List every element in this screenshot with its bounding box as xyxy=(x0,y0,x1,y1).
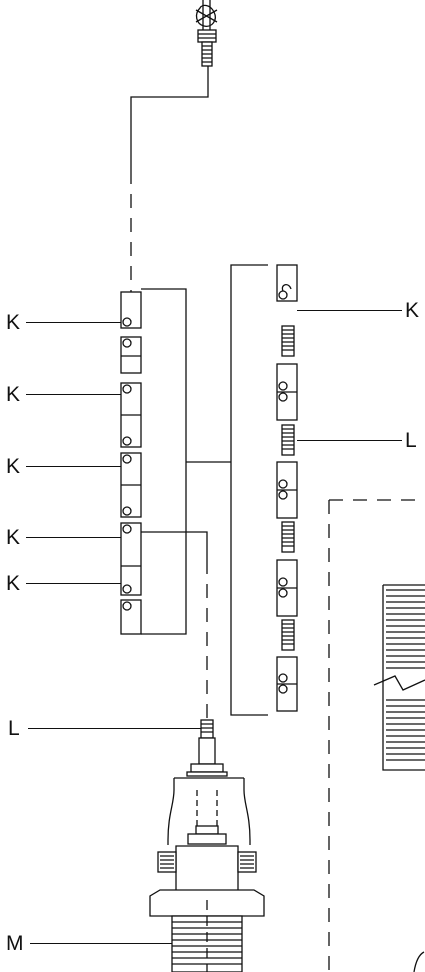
bottom-fitting xyxy=(149,719,265,972)
callout-k3: K xyxy=(6,455,21,478)
leader-k-right xyxy=(297,310,402,311)
callout-k4: K xyxy=(6,526,21,549)
right-partial-detail xyxy=(328,499,425,972)
callout-k1: K xyxy=(6,311,21,334)
left-bracket xyxy=(141,288,187,635)
right-bracket xyxy=(230,264,268,716)
callout-k2: K xyxy=(6,383,21,406)
leader-l-left xyxy=(28,728,201,729)
fitting-connector xyxy=(141,531,208,560)
callout-m: M xyxy=(6,932,24,955)
callout-l-right: L xyxy=(405,429,417,452)
callout-l-left: L xyxy=(8,717,20,740)
hanger-hook xyxy=(195,0,218,67)
callout-k5: K xyxy=(6,572,21,595)
left-chain xyxy=(120,291,142,635)
leader-k4 xyxy=(26,537,121,538)
leader-k1 xyxy=(26,322,121,323)
leader-k2 xyxy=(26,394,121,395)
hanger-connector xyxy=(130,66,209,170)
right-chain xyxy=(276,264,298,712)
leader-k5 xyxy=(26,583,121,584)
leader-k3 xyxy=(26,466,121,467)
leader-l-right xyxy=(297,440,402,441)
leader-m xyxy=(30,943,172,944)
callout-k-right: K xyxy=(405,299,420,322)
